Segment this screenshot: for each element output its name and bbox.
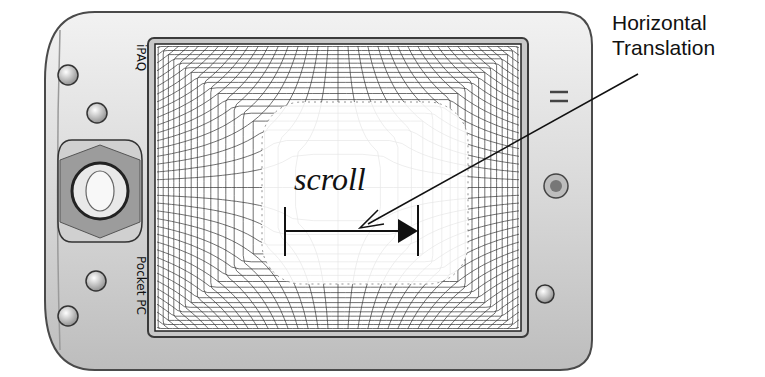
callout-label: Horizontal Translation bbox=[612, 10, 762, 60]
arrow-head bbox=[398, 219, 418, 243]
device-body bbox=[45, 12, 592, 370]
grid-line bbox=[157, 299, 519, 316]
grid-line bbox=[157, 306, 519, 320]
logo-mark bbox=[550, 180, 562, 192]
translation-arrow bbox=[285, 230, 400, 232]
brand-label: iPAQ bbox=[134, 44, 148, 71]
hardware-button bbox=[86, 271, 106, 291]
grid-line bbox=[157, 329, 519, 330]
grid-line bbox=[157, 321, 519, 328]
grid-line bbox=[509, 46, 518, 329]
grid-line bbox=[518, 46, 519, 329]
magnified-area bbox=[262, 102, 468, 284]
speaker-slot bbox=[550, 100, 568, 103]
grid-line bbox=[480, 46, 502, 329]
model-label: Pocket PC bbox=[134, 256, 148, 315]
hardware-button bbox=[87, 103, 107, 123]
logo-badge bbox=[544, 174, 568, 198]
leader-arrow-head bbox=[360, 210, 384, 228]
arrow-tick bbox=[417, 205, 419, 256]
hardware-button bbox=[58, 65, 78, 85]
leader-line bbox=[368, 74, 638, 224]
magnified-outline bbox=[262, 102, 468, 284]
grid-line bbox=[471, 46, 497, 329]
pad-ring bbox=[72, 163, 128, 219]
grid-line bbox=[157, 284, 519, 307]
grid-line bbox=[157, 314, 519, 325]
grid-line bbox=[499, 46, 513, 329]
screen-bezel bbox=[148, 38, 528, 337]
handwritten-word: scroll bbox=[294, 160, 366, 198]
grid-line bbox=[490, 46, 508, 329]
navigation-pad bbox=[58, 140, 142, 242]
pad-facets bbox=[60, 145, 140, 238]
pad-center bbox=[86, 171, 114, 211]
power-button bbox=[536, 285, 554, 303]
grid-line bbox=[157, 292, 519, 312]
distorted-grid bbox=[157, 46, 519, 329]
hardware-button bbox=[58, 306, 78, 326]
speaker-slot bbox=[550, 91, 568, 94]
